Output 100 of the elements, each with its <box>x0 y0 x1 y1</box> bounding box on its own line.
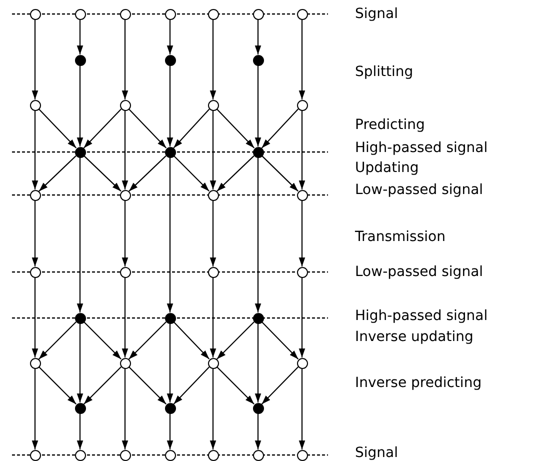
arrow <box>38 108 77 148</box>
arrow <box>254 158 262 312</box>
arrow <box>32 278 38 358</box>
arrow <box>262 155 298 192</box>
solid-dot-node <box>74 312 86 324</box>
solid-dot-node <box>164 402 176 414</box>
arrow <box>128 108 167 148</box>
arrow <box>83 108 122 148</box>
stage-label: Signal <box>355 445 398 461</box>
stage-label: Inverse predicting <box>355 375 482 391</box>
solid-dot-node <box>74 54 86 66</box>
arrow <box>216 108 255 148</box>
solid-dot-node <box>74 146 86 158</box>
arrow <box>166 66 174 146</box>
arrow <box>76 414 84 450</box>
arrow <box>76 20 84 54</box>
arrow <box>173 322 210 360</box>
arrow <box>210 368 216 450</box>
solid-dot-node <box>164 146 176 158</box>
arrow <box>76 324 84 402</box>
arrow <box>122 200 128 266</box>
arrow <box>76 66 84 146</box>
hollow-circle-node <box>296 190 308 200</box>
arrow <box>84 322 122 360</box>
arrow <box>216 155 254 192</box>
arrow <box>298 368 306 450</box>
hollow-circle-node <box>74 450 86 460</box>
hollow-circle-node <box>120 266 130 278</box>
hollow-circle-node <box>208 358 218 368</box>
arrow <box>254 66 262 146</box>
arrow <box>173 108 210 148</box>
hollow-circle-node <box>30 266 40 278</box>
hollow-circle-node <box>208 8 218 20</box>
arrow <box>84 366 122 404</box>
hollow-circle-node <box>208 266 218 278</box>
solid-dot-node <box>252 146 264 158</box>
solid-dot-node <box>164 312 176 324</box>
hollow-circle-node <box>296 8 308 20</box>
arrow <box>254 20 262 54</box>
hollow-circle-node <box>120 8 130 20</box>
arrow <box>122 110 128 190</box>
hollow-circle-node <box>120 358 130 368</box>
stage-label: Low-passed signal <box>355 182 484 198</box>
hollow-circle-node <box>252 8 264 20</box>
arrow <box>210 200 216 266</box>
hollow-circle-node <box>74 8 86 20</box>
arrow <box>128 366 166 404</box>
arrow <box>298 20 306 100</box>
arrow <box>84 155 122 192</box>
hollow-circle-node <box>208 190 218 200</box>
stage-label: Updating <box>355 160 419 176</box>
hollow-circle-node <box>296 358 308 368</box>
arrow <box>254 324 262 402</box>
stage-label: Signal <box>355 6 398 22</box>
arrow <box>166 20 174 54</box>
hollow-circle-node <box>296 266 308 278</box>
solid-dot-node <box>74 402 86 414</box>
arrow <box>298 278 306 358</box>
arrow <box>298 200 306 266</box>
hollow-circle-node <box>208 100 218 110</box>
arrow <box>32 20 38 100</box>
stage-label: Splitting <box>355 64 414 80</box>
hollow-circle-node <box>120 450 130 460</box>
arrow <box>122 20 128 100</box>
hollow-circle-node <box>30 450 40 460</box>
arrow <box>254 414 262 450</box>
hollow-circle-node <box>30 8 40 20</box>
arrow <box>122 278 128 358</box>
stage-label: High-passed signal <box>355 308 488 324</box>
stage-label: Predicting <box>355 117 425 133</box>
arrow <box>32 110 38 190</box>
arrow <box>216 366 254 404</box>
hollow-circle-node <box>30 358 40 368</box>
arrow <box>216 322 254 360</box>
hollow-circle-node <box>164 450 176 460</box>
arrow <box>128 322 166 360</box>
arrow <box>38 366 76 404</box>
arrow <box>174 156 210 192</box>
arrow <box>298 110 306 190</box>
stage-label: High-passed signal <box>355 140 488 156</box>
hollow-circle-node <box>120 100 130 110</box>
arrow <box>166 324 174 402</box>
stage-label: Inverse updating <box>355 329 474 345</box>
hollow-circle-node <box>30 190 40 200</box>
stage-label: Low-passed signal <box>355 264 484 280</box>
arrow <box>32 200 38 266</box>
arrow <box>261 366 299 404</box>
hollow-circle-node <box>296 450 308 460</box>
arrow <box>38 322 76 360</box>
arrow <box>261 108 299 148</box>
hollow-circle-node <box>208 450 218 460</box>
arrow <box>210 278 216 358</box>
arrow <box>166 414 174 450</box>
hollow-circle-node <box>296 100 308 110</box>
arrow <box>261 322 299 360</box>
hollow-circle-node <box>164 8 176 20</box>
solid-dot-node <box>252 54 264 66</box>
stage-label: Transmission <box>355 229 446 245</box>
arrow <box>210 20 216 100</box>
hollow-circle-node <box>30 100 40 110</box>
